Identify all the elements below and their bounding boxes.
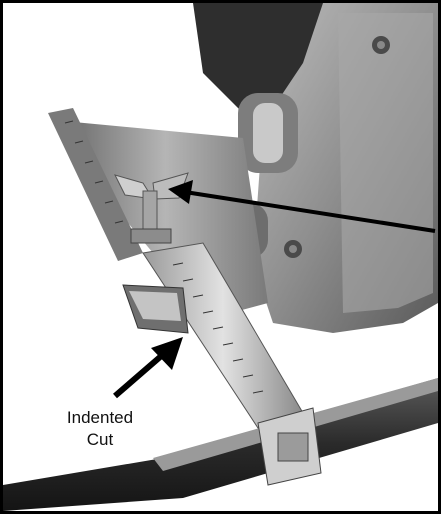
ruler-ticks bbox=[172, 262, 264, 394]
indented-cut-label-line1: Indented bbox=[66, 408, 134, 427]
pointer-arrow-icon bbox=[113, 337, 183, 399]
indented-cut-label-line2: Cut bbox=[86, 430, 114, 449]
saw-guide-photo bbox=[3, 3, 438, 511]
plate-scale bbox=[64, 120, 124, 224]
pointer-arrow-icon bbox=[168, 180, 436, 233]
indented-cut-label: Indented Cut bbox=[55, 407, 145, 451]
